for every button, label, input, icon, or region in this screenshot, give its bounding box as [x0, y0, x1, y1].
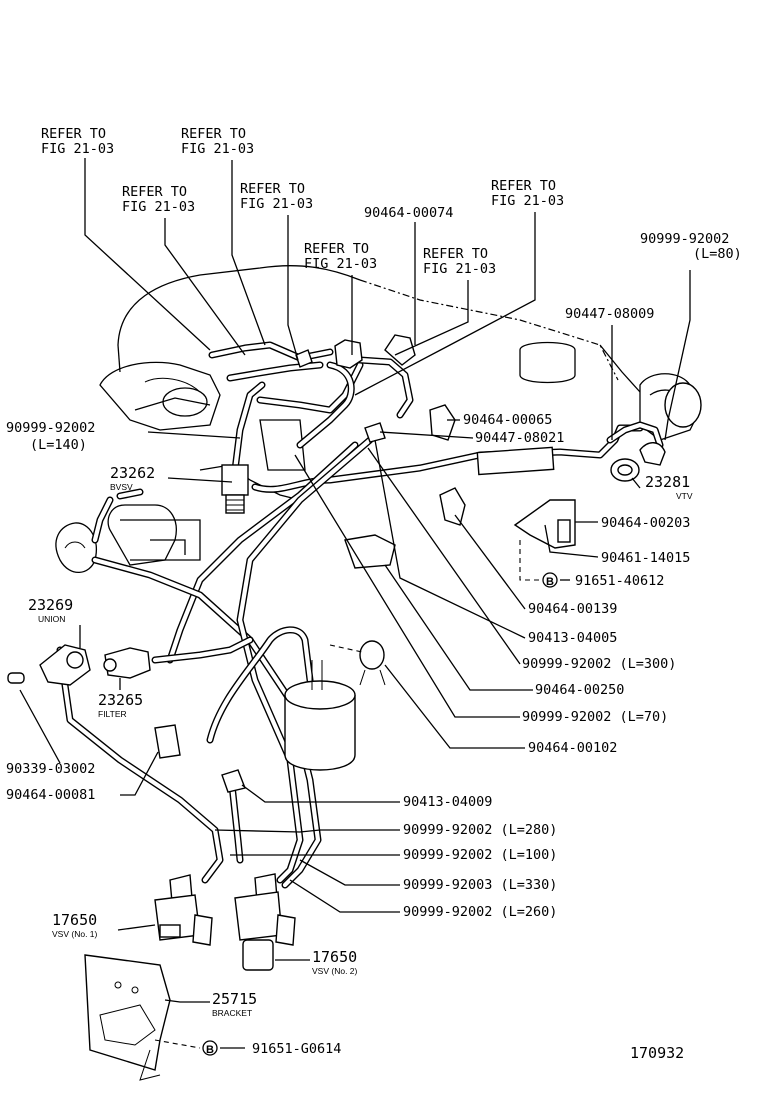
- circle-b-marker-bottom: B: [202, 1040, 218, 1056]
- refer-label-6-line1: REFER TO: [423, 246, 488, 262]
- tee-fitting-top: [295, 349, 313, 368]
- tee-04009: [221, 769, 246, 793]
- callout-23265: 23265: [98, 691, 143, 709]
- refer-label-2-line1: REFER TO: [181, 126, 246, 142]
- callout-90999-92002-top-length: (L=80): [693, 246, 742, 262]
- clamp-00065: [429, 404, 456, 441]
- refer-label-2-line2: FIG 21-03: [181, 141, 254, 157]
- callout-90999-92002-l70: 90999-92002 (L=70): [522, 709, 668, 725]
- callout-90999-92002-left: 90999-92002: [6, 420, 95, 436]
- figure-number: 170932: [630, 1044, 684, 1062]
- callout-25715-name: BRACKET: [212, 1008, 252, 1018]
- callout-23269-name: UNION: [38, 614, 65, 624]
- callout-90999-92003-l330: 90999-92003 (L=330): [403, 877, 557, 893]
- callout-90447-08009: 90447-08009: [565, 306, 654, 322]
- callout-90999-92002-l300: 90999-92002 (L=300): [522, 656, 676, 672]
- callout-17650-vsv2-name: VSV (No. 2): [312, 966, 358, 976]
- refer-label-7-line1: REFER TO: [491, 178, 556, 194]
- clamp-00081: [154, 724, 181, 759]
- bvsv-valve: [221, 464, 249, 514]
- top-right-valve: [639, 382, 702, 466]
- hose-sleeve: [476, 446, 555, 476]
- inline-filter-top: [334, 339, 363, 369]
- callout-90464-00203: 90464-00203: [601, 515, 690, 531]
- callout-90464-00081: 90464-00081: [6, 787, 95, 803]
- svg-text:B: B: [206, 1044, 214, 1056]
- callout-23262: 23262: [110, 464, 155, 482]
- callout-23281-name: VTV: [676, 491, 693, 501]
- leader-lines: [19, 158, 691, 1049]
- union-23269: [39, 644, 91, 686]
- callout-90464-00250: 90464-00250: [535, 682, 624, 698]
- svg-text:B: B: [546, 576, 554, 588]
- callout-90339-03002: 90339-03002: [6, 761, 95, 777]
- vsv-no1: [154, 874, 213, 946]
- refer-label-4-line2: FIG 21-03: [240, 196, 313, 212]
- refer-label-3-line2: FIG 21-03: [122, 199, 195, 215]
- callout-17650-vsv2: 17650: [312, 948, 357, 966]
- callout-17650-vsv1: 17650: [52, 911, 97, 929]
- bracket-25715: [84, 954, 171, 1081]
- callout-90999-92002-l280: 90999-92002 (L=280): [403, 822, 557, 838]
- callout-23265-name: FILTER: [98, 709, 127, 719]
- callout-23269: 23269: [28, 596, 73, 614]
- callout-90464-00139: 90464-00139: [528, 601, 617, 617]
- vsv-no2: [234, 873, 296, 971]
- callout-23262-name: BVSV: [110, 482, 133, 492]
- callout-90464-00065: 90464-00065: [463, 412, 552, 428]
- parts: [7, 334, 702, 1081]
- callout-25715: 25715: [212, 990, 257, 1008]
- refer-label-7-line2: FIG 21-03: [491, 193, 564, 209]
- callout-91651-g0614: 91651-G0614: [252, 1041, 341, 1057]
- refer-label-1-line2: FIG 21-03: [41, 141, 114, 157]
- refer-label-6-line2: FIG 21-03: [423, 261, 496, 277]
- callout-17650-vsv1-name: VSV (No. 1): [52, 929, 98, 939]
- filter-23265: [103, 647, 151, 679]
- refer-label-5-line1: REFER TO: [304, 241, 369, 257]
- refer-label-3-line1: REFER TO: [122, 184, 187, 200]
- engine-outline: [55, 264, 701, 574]
- callout-90447-08021: 90447-08021: [475, 430, 564, 446]
- part-callouts: 90464-00074 90999-92002 (L=80) 90447-080…: [6, 205, 742, 1062]
- callout-90413-04005: 90413-04005: [528, 630, 617, 646]
- refer-label-1-line1: REFER TO: [41, 126, 106, 142]
- callout-90464-00074: 90464-00074: [364, 205, 453, 221]
- callout-90999-92002-left-length: (L=140): [30, 437, 87, 453]
- tee-fitting-08021: [364, 422, 386, 443]
- circle-b-marker-top: B: [542, 572, 558, 588]
- callout-91651-40612: 91651-40612: [575, 573, 664, 589]
- refer-label-5-line2: FIG 21-03: [304, 256, 377, 272]
- canister: [284, 660, 356, 771]
- callout-90999-92002-top: 90999-92002: [640, 231, 729, 247]
- clamp-00139: [439, 487, 466, 526]
- clamp-block-00250: [344, 534, 396, 569]
- callout-90999-92002-l260: 90999-92002 (L=260): [403, 904, 557, 920]
- callout-23281: 23281: [645, 473, 690, 491]
- clamp-ring-00102: [359, 640, 386, 686]
- refer-labels: REFER TO FIG 21-03 REFER TO FIG 21-03 RE…: [41, 126, 564, 277]
- plug-90339: [7, 672, 25, 684]
- callout-90464-00102: 90464-00102: [528, 740, 617, 756]
- callout-90413-04009: 90413-04009: [403, 794, 492, 810]
- refer-label-4-line1: REFER TO: [240, 181, 305, 197]
- callout-90999-92002-l100: 90999-92002 (L=100): [403, 847, 557, 863]
- vtv-valve: [610, 458, 640, 482]
- callout-90461-14015: 90461-14015: [601, 550, 690, 566]
